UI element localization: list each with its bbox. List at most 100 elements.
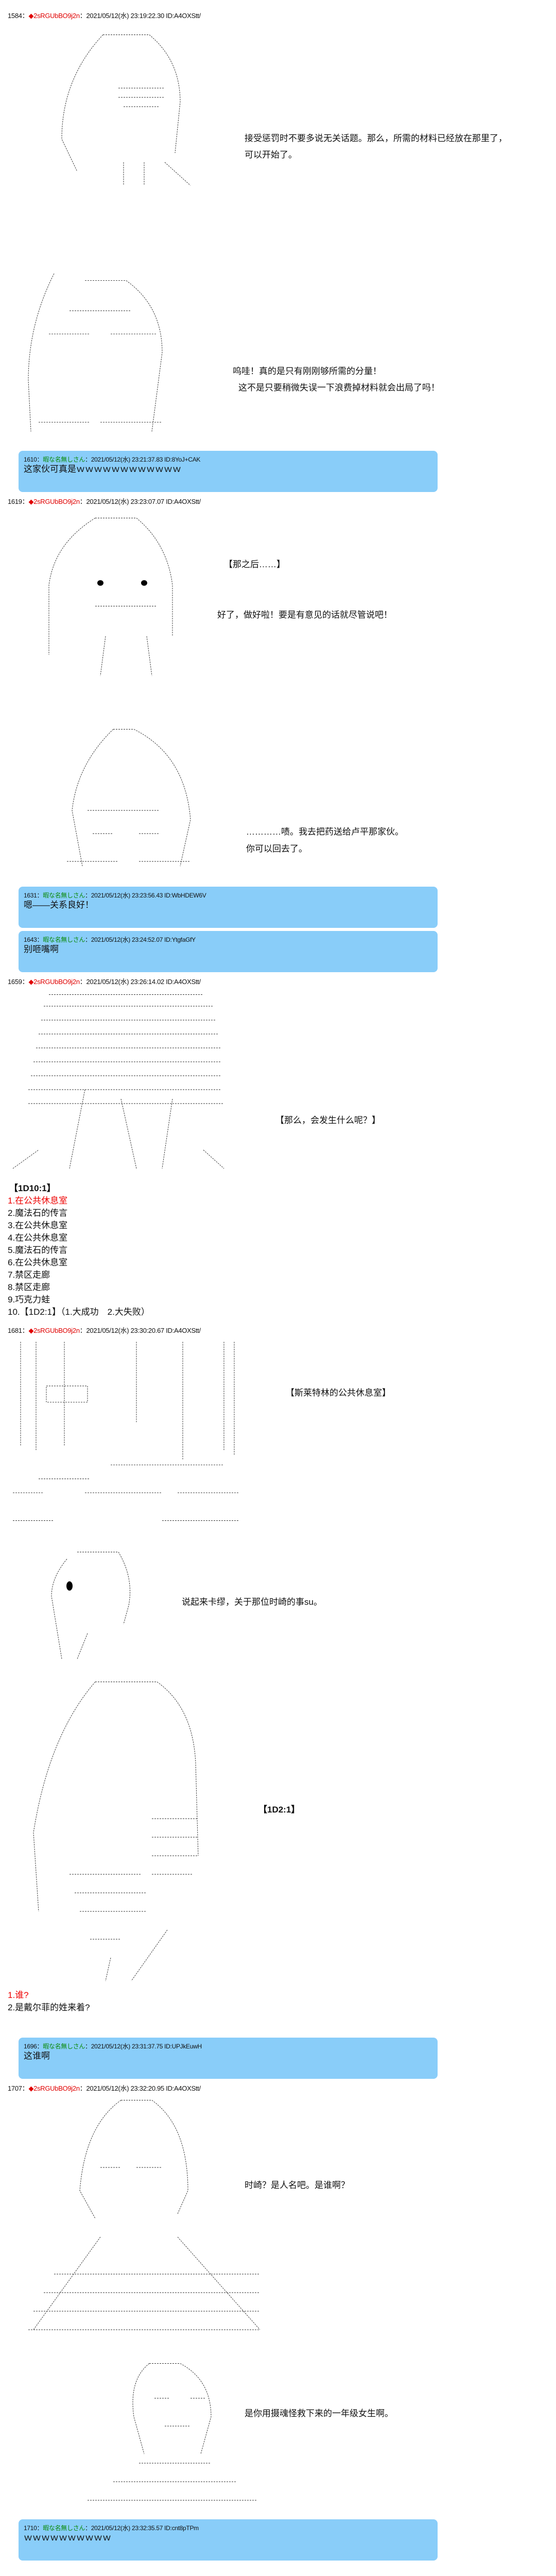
option-item: 4.在公共休息室 (8, 1233, 68, 1243)
post-date: 2021/05/12(水) 23:32:20.95 (86, 2084, 164, 2092)
dialogue-line: 这不是只要稍微失误一下浪费掉材料就会出局了吗！ (238, 383, 440, 393)
reply-box: 1696：暇な名無しさん：2021/05/12(水) 23:31:37.75 I… (19, 2038, 438, 2079)
option-item: 2.是戴尔菲的姓来着? (8, 2003, 90, 2012)
ascii-art-character (12, 994, 224, 1169)
post-header: 1619：◆2sRGUbBO9j2n：2021/05/12(水) 23:23:0… (8, 496, 201, 506)
dialogue-line: 呜哇！真的是只有刚刚够所需的分量！ (233, 366, 381, 376)
post-date: 2021/05/12(水) 23:30:20.67 (86, 1327, 164, 1334)
reply-header: 1631：暇な名無しさん：2021/05/12(水) 23:23:56.43 I… (24, 891, 206, 900)
option-item: 9.巧克力蛙 (8, 1295, 50, 1304)
author-name[interactable]: 2sRGUbBO9j2n (33, 1327, 80, 1334)
separator: ： (79, 12, 86, 20)
post-id[interactable]: ID:cnt8pTPm (164, 2524, 199, 2532)
post-id[interactable]: ID:8YoJ+CAK (164, 456, 201, 463)
post-date: 2021/05/12(水) 23:23:56.43 (91, 892, 163, 899)
reply-box: 1643：暇な名無しさん：2021/05/12(水) 23:24:52.07 I… (19, 931, 438, 972)
reply-text: 这家伙可真是ｗｗｗｗｗｗｗｗｗｗｗｗ (24, 464, 181, 474)
author-name[interactable]: 2sRGUbBO9j2n (33, 498, 80, 505)
post-number: 1707 (8, 2084, 22, 2092)
separator: ： (79, 498, 86, 505)
ascii-art-character (88, 2363, 257, 2501)
reader-name: 暇な名無しさん (43, 936, 85, 943)
dialogue-line: 你可以回去了。 (246, 844, 307, 854)
narration-line: 【那么，会发生什么呢？】 (275, 1115, 380, 1125)
post-date: 2021/05/12(水) 23:32:35.57 (91, 2524, 163, 2532)
post-number: 1659 (8, 978, 22, 986)
trip-diamond-icon: ◆ (28, 12, 34, 20)
option-item: 6.在公共休息室 (8, 1258, 68, 1267)
reader-name: 暇な名無しさん (43, 456, 85, 463)
separator: ： (85, 2524, 91, 2532)
reply-text: 别咂嘴啊 (24, 944, 59, 954)
reply-header: 1696：暇な名無しさん：2021/05/12(水) 23:31:37.75 I… (24, 2042, 202, 2050)
separator: ： (37, 2043, 43, 2050)
option-item: 3.在公共休息室 (8, 1221, 68, 1230)
ascii-art-character (67, 729, 191, 867)
separator: ： (85, 936, 91, 943)
separator: ： (79, 978, 86, 986)
post-header: 1681：◆2sRGUbBO9j2n：2021/05/12(水) 23:30:2… (8, 1325, 201, 1335)
separator: ： (79, 2084, 86, 2092)
reply-text: 这谁啊 (24, 2051, 50, 2061)
post-id[interactable]: ID:A4OXStt/ (166, 1327, 201, 1334)
reply-box: 1610：暇な名無しさん：2021/05/12(水) 23:21:37.83 I… (19, 451, 438, 492)
post-id[interactable]: ID:UPJkEuwH (164, 2043, 202, 2050)
ascii-art-character (61, 35, 191, 185)
dice-roll-label: 【1D10:1】 (9, 1183, 56, 1193)
post-id[interactable]: ID:A4OXStt/ (166, 12, 201, 20)
trip-diamond-icon: ◆ (28, 498, 34, 505)
post-number: 1584 (8, 12, 22, 20)
post-date: 2021/05/12(水) 23:24:52.07 (91, 936, 163, 943)
separator: ： (22, 2084, 29, 2092)
separator: ： (37, 2524, 43, 2532)
post-date: 2021/05/12(水) 23:31:37.75 (91, 2043, 163, 2050)
trip-diamond-icon: ◆ (28, 1327, 34, 1334)
post-number: 1681 (8, 1327, 22, 1334)
separator: ： (22, 498, 29, 505)
post-number: 1619 (8, 498, 22, 505)
reply-header: 1710：暇な名無しさん：2021/05/12(水) 23:32:35.57 I… (24, 2523, 199, 2532)
post-id[interactable]: ID:WbHDEW6V (164, 892, 206, 899)
reader-name: 暇な名無しさん (43, 2043, 85, 2050)
option-item: 5.魔法石的传言 (8, 1245, 68, 1255)
post-number: 1643 (24, 936, 37, 943)
post-id[interactable]: ID:A4OXStt/ (166, 2084, 201, 2092)
separator: ： (37, 456, 43, 463)
separator: ： (85, 2043, 91, 2050)
separator: ： (37, 936, 43, 943)
post-header: 1659：◆2sRGUbBO9j2n：2021/05/12(水) 23:26:1… (8, 976, 201, 986)
separator: ： (22, 1327, 29, 1334)
post-number: 1710 (24, 2524, 37, 2532)
reader-name: 暇な名無しさん (43, 892, 85, 899)
post-id[interactable]: ID:YtgfaGfY (164, 936, 196, 943)
location-label: 【斯莱特林的公共休息室】 (286, 1388, 391, 1398)
dialogue-line: 是你用摄魂怪救下来的一年级女生啊。 (245, 2409, 393, 2418)
reply-box: 1710：暇な名無しさん：2021/05/12(水) 23:32:35.57 I… (19, 2519, 438, 2561)
post-id[interactable]: ID:A4OXStt/ (166, 498, 201, 505)
option-item: 8.禁区走廊 (8, 1282, 50, 1292)
reply-box: 1631：暇な名無しさん：2021/05/12(水) 23:23:56.43 I… (19, 887, 438, 928)
post-number: 1696 (24, 2043, 37, 2050)
dialogue-line: 接受惩罚时不要多说无关话题。那么，所需的材料已经放在那里了， (245, 133, 507, 143)
ascii-art-room (13, 1342, 239, 1521)
reply-text: ｗｗｗｗｗｗｗｗｗｗ (24, 2533, 111, 2543)
option-item: 10.【1D2:1】（1.大成功 2.大失败） (8, 1307, 150, 1317)
dialogue-line: 时崎？是人名吧。是谁啊？ (245, 2180, 350, 2190)
reply-text: 嗯——关系良好！ (24, 900, 94, 910)
post-id[interactable]: ID:A4OXStt/ (166, 978, 201, 986)
post-date: 2021/05/12(水) 23:21:37.83 (91, 456, 163, 463)
ascii-art-character (48, 518, 173, 676)
dialogue-line: …………啧。我去把药送给卢平那家伙。 (246, 827, 404, 837)
reply-header: 1643：暇な名無しさん：2021/05/12(水) 23:24:52.07 I… (24, 935, 196, 944)
author-name[interactable]: 2sRGUbBO9j2n (33, 12, 80, 20)
separator: ： (37, 892, 43, 899)
author-name[interactable]: 2sRGUbBO9j2n (33, 2084, 80, 2092)
reply-header: 1610：暇な名無しさん：2021/05/12(水) 23:21:37.83 I… (24, 455, 200, 464)
separator: ： (85, 892, 91, 899)
option-item-selected: 1.在公共休息室 (8, 1196, 68, 1206)
post-date: 2021/05/12(水) 23:19:22.30 (86, 12, 164, 20)
separator: ： (85, 456, 91, 463)
ascii-art-character (28, 2100, 260, 2330)
author-name[interactable]: 2sRGUbBO9j2n (33, 978, 80, 986)
dice-roll-label: 【1D2:1】 (258, 1805, 300, 1815)
